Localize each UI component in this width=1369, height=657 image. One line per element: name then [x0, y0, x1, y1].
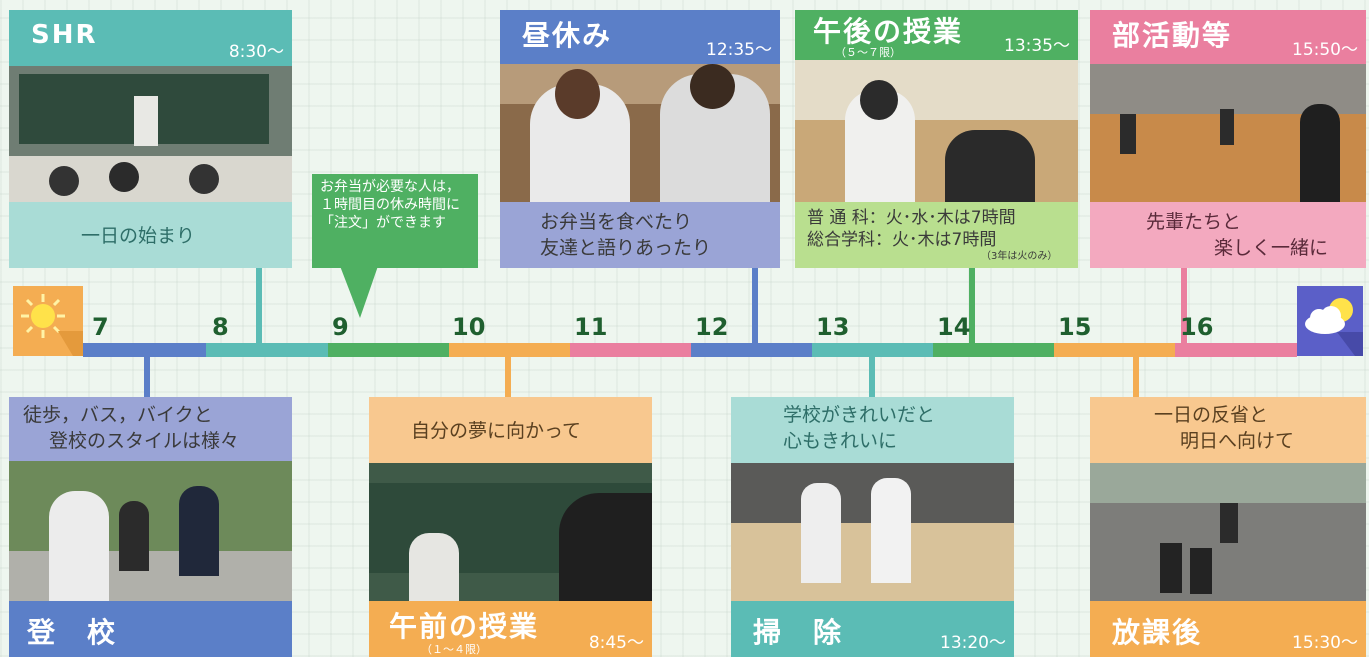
order-note-pointer — [340, 266, 378, 318]
after-caption-box: 一日の反省と 明日へ向けて — [1090, 397, 1366, 463]
lunch-connector — [752, 268, 758, 344]
after-caption-line2: 明日へ向けて — [1180, 430, 1295, 452]
afternoon-title: 午後の授業 — [813, 15, 964, 48]
cleaning-photo — [731, 463, 1014, 601]
afternoon-caption-line2: 総合学科：火･木は7時間 — [807, 230, 997, 250]
commute-header: 登 校 — [9, 601, 292, 657]
hour-label: 8 — [212, 313, 229, 341]
timeline-seg-8 — [206, 343, 328, 357]
club-title: 部活動等 — [1112, 19, 1233, 52]
order-note-text: お弁当が必要な人は，１時間目の休み時間に「注文」ができます — [320, 179, 460, 231]
lunch-caption-line2: 友達と語りあったり — [540, 237, 712, 259]
club-caption-box: 先輩たちと 楽しく一緒に — [1090, 202, 1366, 268]
cleaning-title: 掃 除 — [753, 616, 844, 649]
after-time: 15:30〜 — [1292, 633, 1358, 653]
club-connector — [1181, 268, 1187, 344]
club-time: 15:50〜 — [1292, 40, 1358, 60]
shr-time: 8:30〜 — [228, 42, 284, 62]
afternoon-sub: （５〜７限） — [835, 46, 901, 59]
shr-title: SHR — [31, 20, 98, 50]
cleaning-header: 掃 除 13:20〜 — [731, 601, 1014, 657]
morning-caption-box: 自分の夢に向かって — [369, 397, 652, 463]
hour-label: 11 — [574, 313, 608, 341]
afternoon-caption-box: 普 通 科：火･水･木は7時間 総合学科：火･木は7時間 （3年は火のみ） — [795, 202, 1078, 268]
timeline-seg-7 — [83, 343, 206, 357]
morning-title: 午前の授業 — [389, 610, 540, 643]
sun-icon — [21, 294, 83, 356]
club-caption-line1: 先輩たちと — [1146, 211, 1242, 233]
timeline-seg-10 — [449, 343, 570, 357]
after-photo — [1090, 463, 1366, 601]
shr-header: SHR 8:30〜 — [9, 10, 292, 66]
lunch-photo — [500, 64, 780, 202]
hour-label: 13 — [816, 313, 850, 341]
lunch-header: 昼休み 12:35〜 — [500, 10, 780, 64]
morning-time: 8:45〜 — [588, 633, 644, 653]
morning-header: 午前の授業 （１〜４限） 8:45〜 — [369, 601, 652, 657]
hour-label: 7 — [92, 313, 109, 341]
afternoon-caption-line1: 普 通 科：火･水･木は7時間 — [807, 208, 1016, 228]
hour-label: 12 — [695, 313, 729, 341]
lunch-caption-line1: お弁当を食べたり — [540, 211, 693, 233]
after-caption-line1: 一日の反省と — [1154, 404, 1269, 426]
cleaning-caption-line2: 心もきれいに — [783, 430, 898, 452]
afternoon-caption-note: （3年は火のみ） — [981, 251, 1058, 262]
afternoon-time: 13:35〜 — [1004, 36, 1070, 56]
timeline-seg-15 — [1054, 343, 1175, 357]
shr-caption-box: 一日の始まり — [9, 202, 292, 268]
cleaning-connector — [869, 357, 875, 397]
cleaning-caption-box: 学校がきれいだと 心もきれいに — [731, 397, 1014, 463]
timeline-seg-16 — [1175, 343, 1297, 357]
hour-label: 15 — [1058, 313, 1092, 341]
shr-photo — [9, 66, 292, 202]
order-note-callout: お弁当が必要な人は，１時間目の休み時間に「注文」ができます — [312, 174, 478, 268]
morning-sub: （１〜４限） — [421, 643, 487, 656]
shr-caption: 一日の始まり — [81, 225, 196, 247]
cleaning-caption-line1: 学校がきれいだと — [783, 404, 936, 426]
lunch-title: 昼休み — [522, 19, 613, 52]
commute-connector — [144, 357, 150, 397]
sun-icon-tile — [13, 286, 83, 356]
afternoon-header: 午後の授業 （５〜７限） 13:35〜 — [795, 10, 1078, 60]
timeline-seg-13 — [812, 343, 933, 357]
club-photo — [1090, 64, 1366, 202]
commute-caption-line2: 登校のスタイルは様々 — [49, 430, 240, 452]
morning-connector — [505, 357, 511, 397]
club-caption-line2: 楽しく一緒に — [1214, 237, 1329, 259]
timeline-seg-11 — [570, 343, 691, 357]
commute-caption-box: 徒歩，バス，バイクと 登校のスタイルは様々 — [9, 397, 292, 461]
after-header: 放課後 15:30〜 — [1090, 601, 1366, 657]
commute-photo — [9, 461, 292, 601]
after-connector — [1133, 357, 1139, 397]
timeline-seg-9 — [328, 343, 449, 357]
cloud-icon — [1305, 298, 1363, 356]
timeline-seg-12 — [691, 343, 812, 357]
commute-caption-line1: 徒歩，バス，バイクと — [23, 404, 213, 426]
hour-label: 9 — [332, 313, 349, 341]
hour-label: 10 — [452, 313, 486, 341]
hour-label: 16 — [1180, 313, 1214, 341]
commute-title: 登 校 — [27, 616, 118, 649]
morning-caption: 自分の夢に向かって — [411, 420, 582, 442]
cloud-icon-tile — [1297, 286, 1363, 356]
shr-connector — [256, 268, 262, 344]
after-title: 放課後 — [1112, 616, 1203, 649]
cleaning-time: 13:20〜 — [940, 633, 1006, 653]
club-header: 部活動等 15:50〜 — [1090, 10, 1366, 64]
afternoon-photo — [795, 60, 1078, 202]
lunch-time: 12:35〜 — [706, 40, 772, 60]
afternoon-connector — [969, 268, 975, 344]
lunch-caption-box: お弁当を食べたり 友達と語りあったり — [500, 202, 780, 268]
timeline-seg-14 — [933, 343, 1054, 357]
morning-photo — [369, 463, 652, 601]
hour-label: 14 — [937, 313, 971, 341]
